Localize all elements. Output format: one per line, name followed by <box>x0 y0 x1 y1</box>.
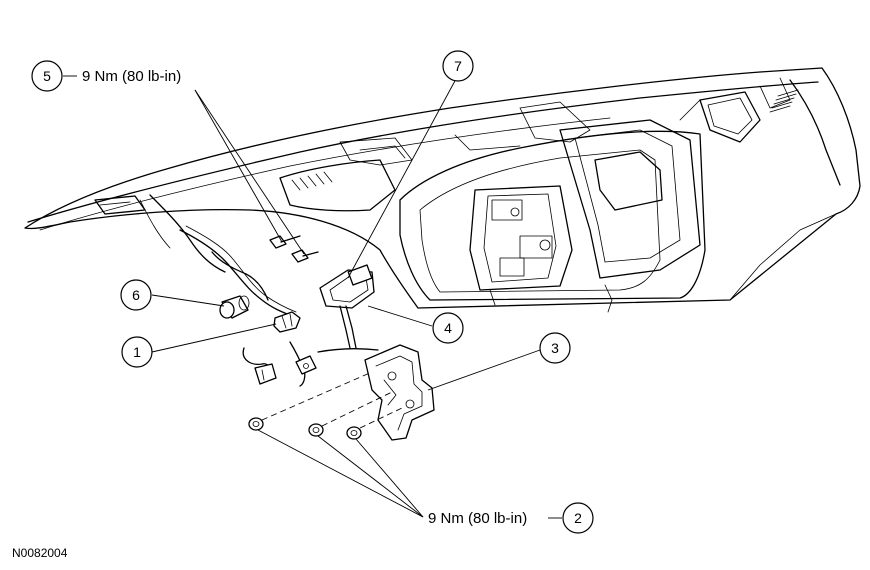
callout-6: 6 <box>120 279 152 311</box>
svg-text:1: 1 <box>133 344 141 360</box>
nuts-part <box>248 417 362 440</box>
leader-lines <box>151 78 541 518</box>
latch-actuator-part <box>319 264 375 349</box>
lock-cylinder-grommet-part <box>219 295 250 319</box>
svg-text:5: 5 <box>43 68 51 84</box>
small-parts <box>242 341 317 387</box>
svg-text:3: 3 <box>551 340 559 356</box>
svg-text:2: 2 <box>574 510 582 526</box>
wiring-harness <box>179 225 297 317</box>
svg-text:4: 4 <box>444 320 452 336</box>
latch-assembly-part <box>317 344 435 441</box>
bolts-part <box>269 235 319 263</box>
svg-text:7: 7 <box>454 58 462 74</box>
installation-lines <box>261 371 403 429</box>
callout-4: 4 <box>432 312 464 344</box>
callout-3: 3 <box>539 332 571 364</box>
callout-7: 7 <box>442 50 474 82</box>
deck-lid-panel <box>24 67 861 313</box>
callout-2: 2 9 Nm (80 lb-in) <box>428 502 594 534</box>
figure-id: N0082004 <box>12 546 68 560</box>
callout-2-torque-label: 9 Nm (80 lb-in) <box>428 510 527 527</box>
callout-1: 1 <box>121 336 153 368</box>
harness-connector-part <box>273 311 301 333</box>
callout-5-torque-label: 9 Nm (80 lb-in) <box>82 68 181 85</box>
callout-5: 5 9 Nm (80 lb-in) <box>31 60 181 92</box>
svg-text:6: 6 <box>132 287 140 303</box>
